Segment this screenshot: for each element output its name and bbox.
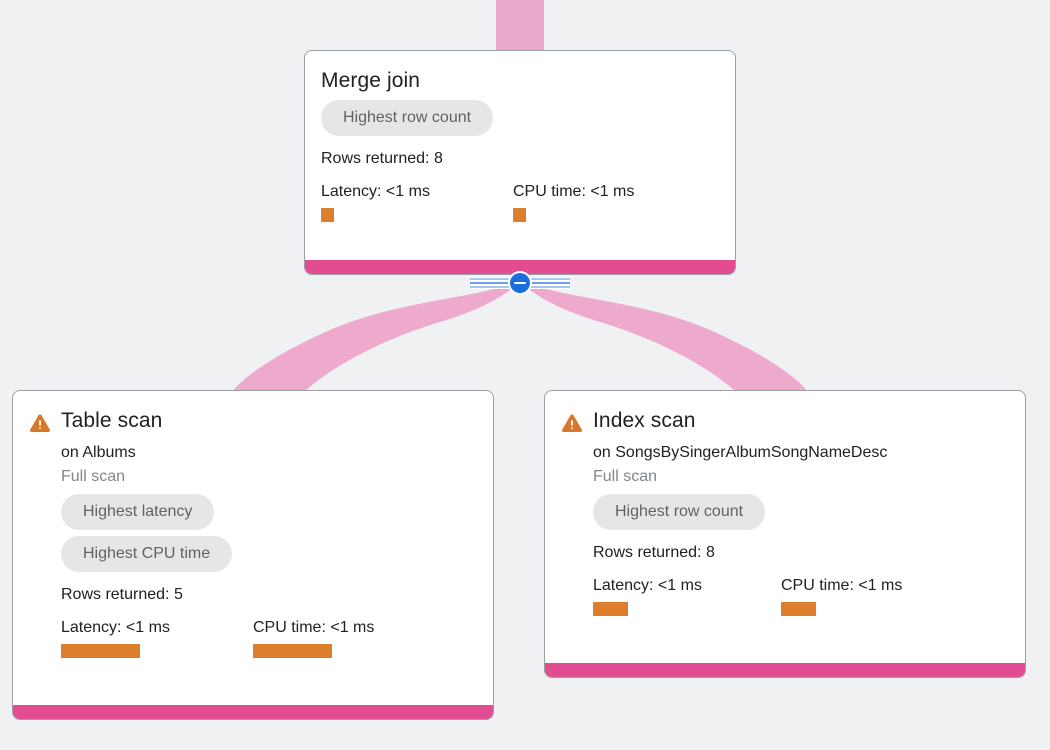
metric-latency-label: Latency: <1 ms [61,619,170,636]
node-subtitle: on Albums [61,444,136,461]
node-table-scan-body: Table scan on Albums Full scan Highest l… [13,391,493,719]
metric-cpu-time-label: CPU time: <1 ms [253,619,375,636]
edge-merge-join-to-table-scan [232,281,520,392]
metric-latency-bar [321,208,334,222]
node-merge-join-header: Merge join [321,65,719,94]
metric-cpu-time: CPU time: <1 ms [513,182,634,222]
metric-latency-label: Latency: <1 ms [321,183,430,200]
metric-cpu-time-label: CPU time: <1 ms [513,183,635,200]
rows-returned-label: Rows returned: 8 [593,544,715,561]
chip-row: Highest row count [593,494,1009,536]
node-merge-join-content: Highest row count Rows returned: 8 Laten… [321,100,719,222]
node-accent-bar [545,663,1025,677]
node-subtitle: on SongsBySingerAlbumSongNameDesc [593,444,888,461]
metric-latency-label: Latency: <1 ms [593,577,702,594]
warning-triangle-icon [561,414,583,432]
node-merge-join-body: Merge join Highest row count Rows return… [305,51,735,274]
rows-returned-label: Rows returned: 8 [321,150,443,167]
minus-icon [514,282,526,284]
metrics-row: Latency: <1 ms CPU time: <1 ms [321,182,719,222]
warning-triangle-icon [29,414,51,432]
node-table-scan-content: on Albums Full scan Highest latency High… [61,442,477,658]
node-title: Index scan [593,409,696,432]
chip-row: Highest row count [321,100,719,142]
metric-latency: Latency: <1 ms [593,576,781,616]
node-index-scan[interactable]: Index scan on SongsBySingerAlbumSongName… [544,390,1026,678]
metric-latency: Latency: <1 ms [61,618,253,658]
node-scan-type: Full scan [61,468,126,485]
node-table-scan-header: Table scan [29,405,477,434]
rows-returned-label: Rows returned: 5 [61,586,183,603]
metric-latency: Latency: <1 ms [321,182,513,222]
node-merge-join[interactable]: Merge join Highest row count Rows return… [304,50,736,275]
collapse-toggle-button[interactable] [508,271,532,295]
metric-cpu-time: CPU time: <1 ms [253,618,374,658]
chip-highest-row-count: Highest row count [321,100,494,136]
edge-merge-join-to-index-scan [520,281,808,392]
node-scan-type: Full scan [593,468,658,485]
metric-latency-bar [593,602,628,616]
metric-cpu-time-label: CPU time: <1 ms [781,577,903,594]
node-title: Table scan [61,409,163,432]
chip-row: Highest latency Highest CPU time [61,494,477,578]
node-title: Merge join [321,69,421,92]
chip-highest-row-count: Highest row count [593,494,766,530]
node-accent-bar [13,705,493,719]
metric-latency-bar [61,644,140,658]
chip-highest-latency: Highest latency [61,494,215,530]
metrics-row: Latency: <1 ms CPU time: <1 ms [61,618,477,658]
metric-cpu-time-bar [253,644,332,658]
node-index-scan-content: on SongsBySingerAlbumSongNameDesc Full s… [593,442,1009,616]
node-index-scan-header: Index scan [561,405,1009,434]
node-index-scan-body: Index scan on SongsBySingerAlbumSongName… [545,391,1025,677]
node-accent-bar [305,260,735,274]
metric-cpu-time-bar [781,602,816,616]
edge-rail-right [528,277,570,289]
metric-cpu-time-bar [513,208,526,222]
metrics-row: Latency: <1 ms CPU time: <1 ms [593,576,1009,616]
metric-cpu-time: CPU time: <1 ms [781,576,902,616]
edge-parent-to-merge-join [496,0,544,52]
edge-rail-left [470,277,512,289]
node-table-scan[interactable]: Table scan on Albums Full scan Highest l… [12,390,494,720]
chip-highest-cpu-time: Highest CPU time [61,536,233,572]
